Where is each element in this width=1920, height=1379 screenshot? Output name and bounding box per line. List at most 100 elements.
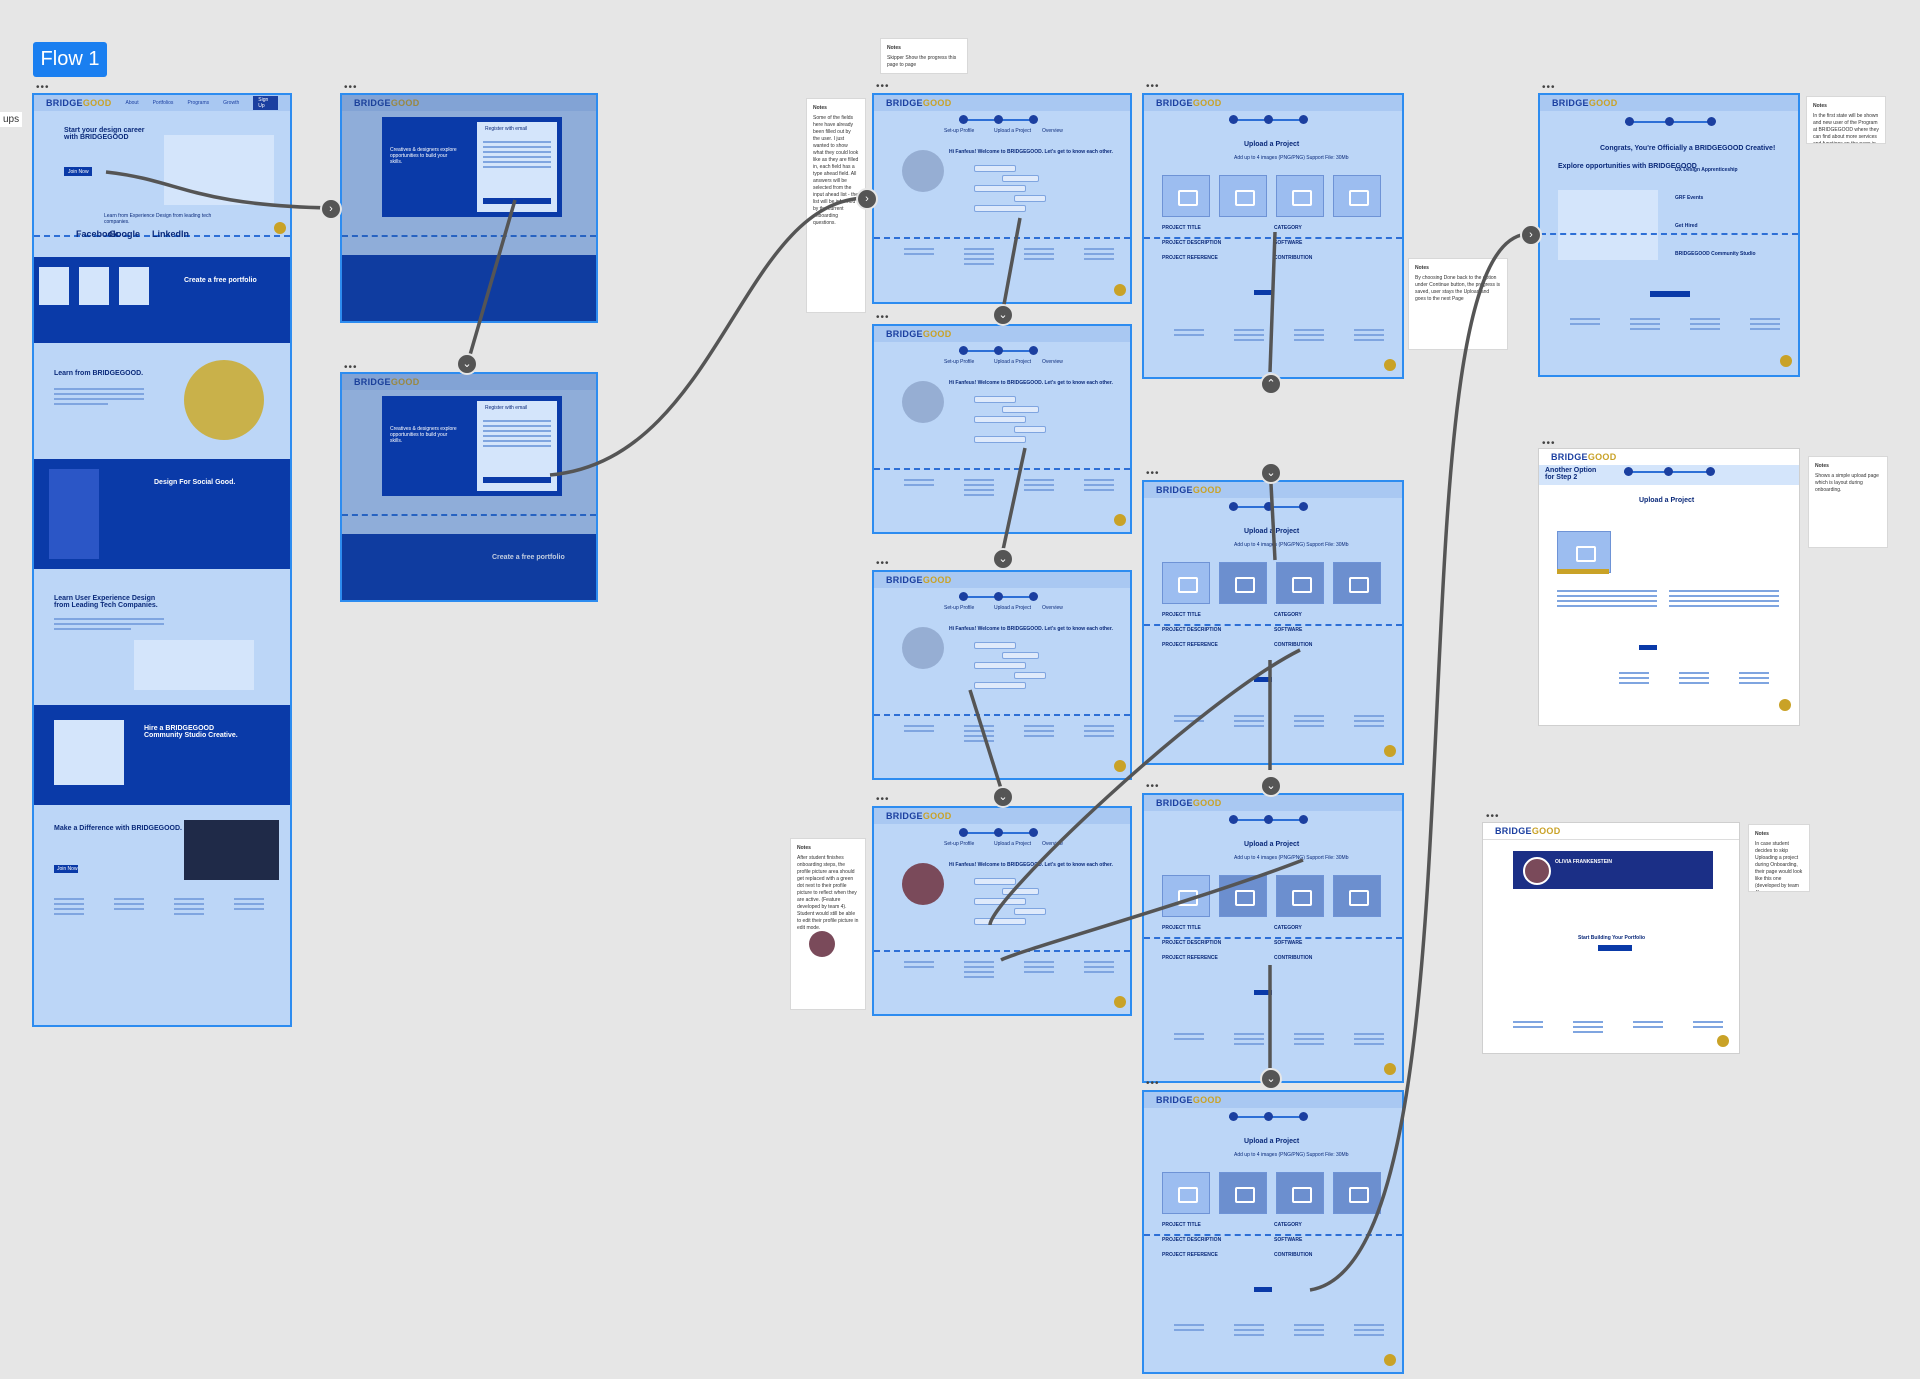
frame-menu-dots[interactable]: •••: [876, 794, 890, 805]
upload-tile[interactable]: [1162, 1172, 1210, 1214]
opportunity-item[interactable]: BRIDGEGOOD Community Studio: [1675, 251, 1756, 257]
upload-tile[interactable]: [1276, 1172, 1324, 1214]
frame-menu-dots[interactable]: •••: [1146, 1078, 1160, 1089]
chevron-right-icon[interactable]: ›: [856, 188, 878, 210]
nav-growth[interactable]: Growth: [223, 100, 240, 106]
opportunity-item[interactable]: UX Design Apprenticeship: [1675, 167, 1738, 173]
frame-register-2[interactable]: BRIDGEGOOD Create a free portfolio Creat…: [340, 372, 598, 602]
opportunity-item[interactable]: GRF Events: [1675, 195, 1704, 201]
section-body: [54, 385, 144, 408]
offscreen-label: ups: [0, 112, 23, 127]
join-now-button[interactable]: Join Now: [54, 865, 78, 873]
upload-tile[interactable]: [1162, 175, 1210, 217]
chevron-down-icon[interactable]: ⌄: [992, 548, 1014, 570]
upload-tile[interactable]: [1219, 175, 1267, 217]
frame-welcome[interactable]: BRIDGEGOOD Set-up Profile Upload a Proje…: [872, 93, 1132, 304]
portfolio-card[interactable]: [79, 267, 109, 305]
frame-congrats[interactable]: BRIDGEGOOD Congrats, You're Officially a…: [1538, 93, 1800, 377]
upload-tile[interactable]: [1333, 875, 1381, 917]
frame-menu-dots[interactable]: •••: [1542, 82, 1556, 93]
hero-join-button[interactable]: Join Now: [64, 167, 92, 176]
upload-tile[interactable]: [1333, 562, 1381, 604]
frame-menu-dots[interactable]: •••: [1146, 81, 1160, 92]
upload-tile[interactable]: [1333, 1172, 1381, 1214]
frame-menu-dots[interactable]: •••: [876, 558, 890, 569]
upload-project-button[interactable]: [1598, 945, 1632, 951]
save-button[interactable]: [1639, 645, 1657, 650]
opportunity-item[interactable]: Get Hired: [1675, 223, 1698, 229]
upload-tile[interactable]: [1276, 175, 1324, 217]
frame-menu-dots[interactable]: •••: [344, 82, 358, 93]
nav-about[interactable]: About: [125, 100, 139, 106]
frame-welcome[interactable]: BRIDGEGOOD Set-up Profile Upload a Proje…: [872, 806, 1132, 1016]
upload-tile[interactable]: [1162, 562, 1210, 604]
frame-welcome[interactable]: BRIDGEGOOD Set-up Profile Upload a Proje…: [872, 324, 1132, 534]
upload-tile[interactable]: [1276, 562, 1324, 604]
upload-tile[interactable]: [1557, 531, 1611, 573]
frame-portfolio[interactable]: BRIDGEGOOD OLIVIA FRANKENSTEIN Start Bui…: [1482, 822, 1740, 1054]
frame-alt-option[interactable]: BRIDGEGOOD Another Option for Step 2 Upl…: [1538, 448, 1800, 726]
chat-bubble-icon[interactable]: [274, 222, 286, 234]
frame-menu-dots[interactable]: •••: [1146, 468, 1160, 479]
continue-registration-button[interactable]: [483, 477, 551, 483]
frame-menu-dots[interactable]: •••: [1146, 781, 1160, 792]
chevron-up-icon[interactable]: ⌃: [1260, 373, 1282, 395]
continue-button[interactable]: [1650, 291, 1690, 297]
profile-photo[interactable]: [902, 381, 944, 423]
flow-label[interactable]: Flow 1: [33, 42, 107, 77]
frame-welcome[interactable]: BRIDGEGOOD Set-up Profile Upload a Proje…: [872, 570, 1132, 780]
chevron-right-icon[interactable]: ›: [320, 198, 342, 220]
frame-menu-dots[interactable]: •••: [36, 82, 50, 93]
continue-registration-button[interactable]: [483, 198, 551, 204]
chevron-down-icon[interactable]: ⌄: [992, 786, 1014, 808]
upload-tile[interactable]: [1219, 875, 1267, 917]
frame-upload[interactable]: BRIDGEGOOD Upload a Project Add up to 4 …: [1142, 93, 1404, 379]
portfolio-card[interactable]: [119, 267, 149, 305]
bg-letters-illustration: [49, 469, 99, 559]
upload-tile[interactable]: [1219, 562, 1267, 604]
continue-button[interactable]: [1254, 677, 1272, 682]
profile-photo[interactable]: [902, 150, 944, 192]
chevron-down-icon[interactable]: ⌄: [992, 304, 1014, 326]
sign-up-button[interactable]: Sign Up: [253, 96, 278, 110]
frame-menu-dots[interactable]: •••: [344, 362, 358, 373]
project-cover-button[interactable]: [1557, 569, 1609, 574]
chevron-right-icon[interactable]: ›: [1520, 224, 1542, 246]
chevron-down-icon[interactable]: ⌄: [456, 353, 478, 375]
upload-tile[interactable]: [1162, 875, 1210, 917]
frame-landing[interactable]: BRIDGEGOOD About Portfolios Programs Gro…: [32, 93, 292, 1027]
frame-upload[interactable]: BRIDGEGOOD Upload a Project Add up to 4 …: [1142, 1090, 1404, 1374]
continue-button[interactable]: [1254, 990, 1272, 995]
portfolio-card[interactable]: [39, 267, 69, 305]
frame-upload[interactable]: BRIDGEGOOD Upload a Project Add up to 4 …: [1142, 793, 1404, 1083]
upload-tile[interactable]: [1276, 875, 1324, 917]
frame-register-1[interactable]: BRIDGEGOOD Creatives & designers explore…: [340, 93, 598, 323]
chevron-down-icon[interactable]: ⌄: [1260, 1068, 1282, 1090]
register-modal: Creatives & designers explore opportunit…: [382, 396, 562, 496]
nav-portfolios[interactable]: Portfolios: [152, 100, 174, 106]
profile-photo[interactable]: [902, 627, 944, 669]
continue-button[interactable]: [1254, 290, 1272, 295]
frame-upload[interactable]: BRIDGEGOOD Upload a Project Add up to 4 …: [1142, 480, 1404, 765]
upload-heading: Upload a Project: [1244, 528, 1300, 535]
chevron-down-icon[interactable]: ⌄: [1260, 775, 1282, 797]
continue-button[interactable]: [1254, 1287, 1272, 1292]
nav-programs[interactable]: Programs: [187, 100, 210, 106]
profile-avatar[interactable]: [1523, 857, 1551, 885]
brand-logo[interactable]: BRIDGEGOOD: [46, 98, 112, 108]
upload-tile[interactable]: [1219, 1172, 1267, 1214]
frame-menu-dots[interactable]: •••: [876, 312, 890, 323]
frame-menu-dots[interactable]: •••: [876, 81, 890, 92]
upload-tile[interactable]: [1333, 175, 1381, 217]
frame-menu-dots[interactable]: •••: [1542, 438, 1556, 449]
frame-menu-dots[interactable]: •••: [1486, 811, 1500, 822]
chevron-down-icon[interactable]: ⌄: [1260, 462, 1282, 484]
profile-photo[interactable]: [902, 863, 944, 905]
